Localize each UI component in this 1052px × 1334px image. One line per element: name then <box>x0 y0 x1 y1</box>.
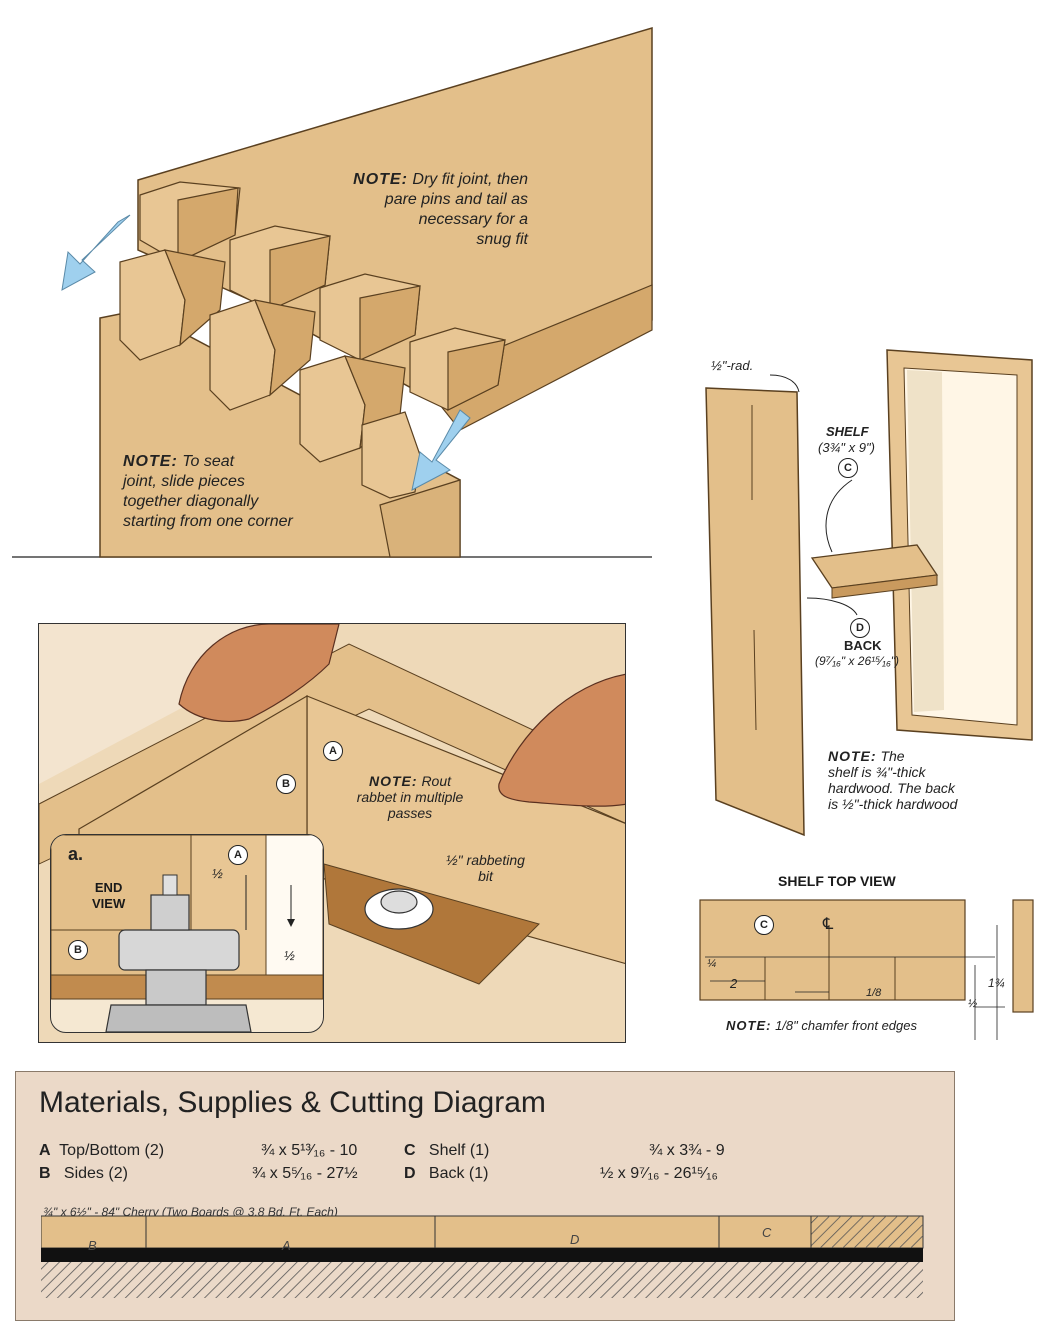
material-dims-d: ½ x 9⁷⁄₁₆ - 26¹⁵⁄₁₆ <box>600 1165 718 1182</box>
material-row-d: D Back (1) <box>404 1165 489 1182</box>
inset-dim-side: ½ <box>284 948 295 963</box>
chamfer-note: NOTE: 1/8" chamfer front edges <box>726 1018 917 1033</box>
dovetail-illustration <box>12 26 653 558</box>
right-arrow-icon <box>411 409 471 491</box>
inset-letter: a. <box>68 844 84 864</box>
materials-panel: Materials, Supplies & Cutting Diagram A … <box>15 1071 955 1321</box>
shelf-top-dim-half: ½ <box>968 998 978 1010</box>
shelf-top-dim-height: 1¾ <box>988 976 1005 990</box>
left-arrow-icon <box>61 214 131 291</box>
material-row-a: A Top/Bottom (2) <box>39 1142 165 1159</box>
shelf-top-view <box>699 899 1034 1040</box>
router-part-b: B <box>276 774 296 794</box>
material-dims-b: ¾ x 5⁵⁄₁₆ - 27½ <box>252 1165 358 1182</box>
inset-part-a: A <box>228 845 248 865</box>
material-row-b: B Sides (2) <box>39 1165 128 1182</box>
segment-a: A <box>282 1238 291 1253</box>
back-title: BACK <box>844 638 882 653</box>
segment-d: D <box>570 1232 580 1247</box>
segment-b: B <box>88 1238 97 1253</box>
segment-c: C <box>762 1225 772 1240</box>
shelf-top-centerline: ℄ <box>823 916 834 933</box>
router-part-a: A <box>323 741 343 761</box>
radius-label: ½"-rad. <box>711 358 754 373</box>
rout-rabbet-note: NOTE: Rout rabbet in multiple passes <box>356 773 464 821</box>
material-dims-a: ¾ x 5¹³⁄₁₆ - 10 <box>261 1142 358 1159</box>
shelf-letter: C <box>838 458 858 478</box>
shelf-title: SHELF <box>826 424 869 439</box>
inset-part-b: B <box>68 940 88 960</box>
cabinet-illustration <box>705 349 1033 837</box>
material-dims-c: ¾ x 3¾ - 9 <box>649 1142 725 1159</box>
cutting-diagram <box>41 1215 924 1298</box>
shelf-top-letter: C <box>754 915 774 935</box>
inset-dim-top: ½ <box>212 866 223 881</box>
cabinet-note: NOTE: The shelf is ¾"-thick hardwood. Th… <box>828 748 958 812</box>
dry-fit-note: NOTE: Dry fit joint, then pare pins and … <box>353 171 528 248</box>
back-letter: D <box>850 618 870 638</box>
shelf-dims: (3¾" x 9") <box>818 440 875 455</box>
back-dims: (9⁷⁄₁₆" x 26¹⁵⁄₁₆") <box>815 654 900 668</box>
shelf-top-view-title: SHELF TOP VIEW <box>778 873 896 889</box>
shelf-top-dim-eighth: 1/8 <box>866 987 882 999</box>
seat-joint-note: NOTE: To seat joint, slide pieces togeth… <box>123 453 293 530</box>
material-row-c: C Shelf (1) <box>404 1142 490 1159</box>
end-view-inset <box>50 834 324 1033</box>
shelf-top-dim-two: 2 <box>730 976 738 991</box>
materials-title: Materials, Supplies & Cutting Diagram <box>39 1086 546 1119</box>
shelf-top-dim-quarter: ¼ <box>707 958 717 970</box>
